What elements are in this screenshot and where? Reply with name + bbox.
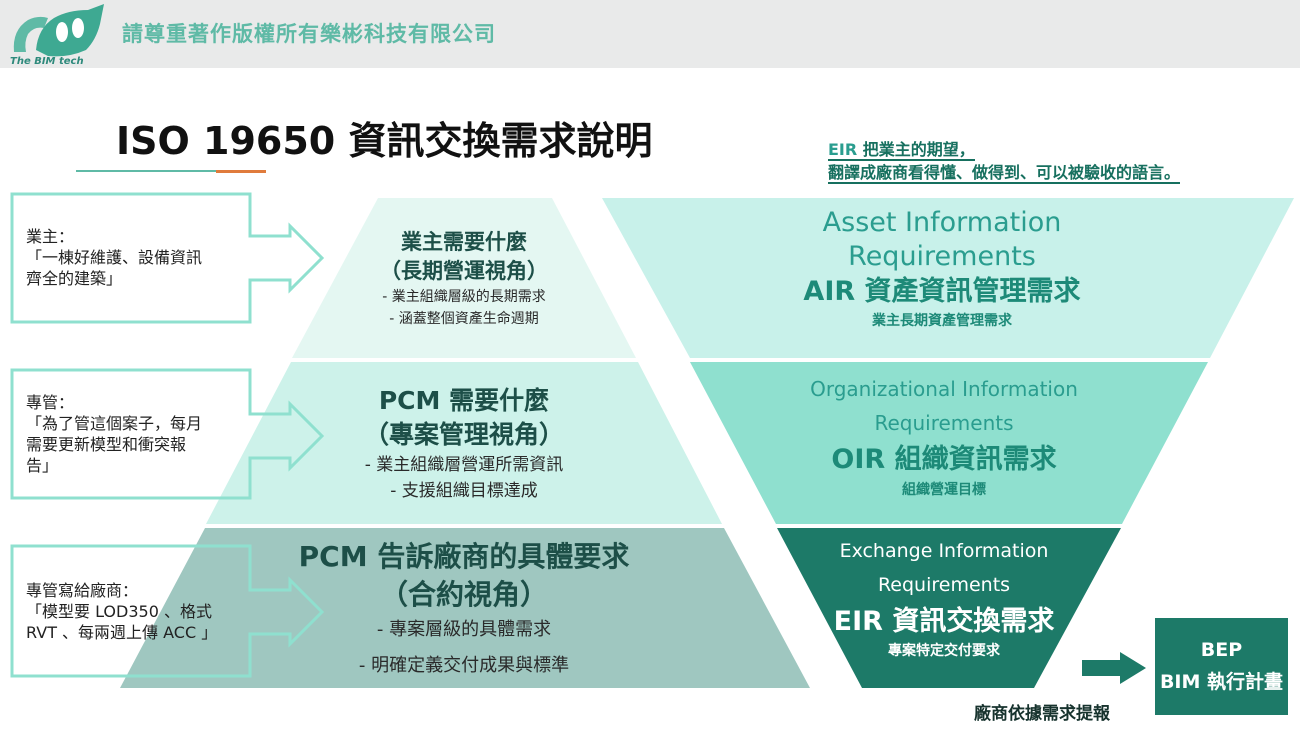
pyramid-bullet: - 明確定義交付成果與標準	[358, 655, 570, 676]
air-chinese-title: AIR 資產資訊管理需求	[803, 276, 1081, 307]
pyramid-bottom-text: PCM 告訴廠商的具體要求 （合約視角） - 專案層級的具體需求 - 明確定義交…	[244, 538, 684, 686]
stakeholder-pcm: 專管： 「為了管這個案子，每月 需要更新模型和衝突報 告」	[26, 392, 202, 476]
stakeholder-line: 「模型要 LOD350 、格式	[26, 602, 212, 621]
stakeholder-line: 需要更新模型和衝突報	[26, 435, 187, 454]
eir-english-line: Exchange Information	[839, 540, 1049, 562]
air-english-line: Requirements	[848, 241, 1036, 272]
pyramid-heading: PCM 需要什麼	[378, 386, 550, 415]
bep-arrow-icon	[1082, 652, 1146, 684]
funnel-oir-layer	[690, 362, 1208, 524]
bep-title: BEP	[1200, 639, 1243, 661]
funnel-air-layer	[602, 198, 1294, 358]
stakeholder-pcm-to-vendor: 專管寫給廠商： 「模型要 LOD350 、格式 RVT 、每兩週上傳 ACC 」	[26, 580, 217, 643]
pyramid-bullet: - 業主組織層營運所需資訊	[364, 455, 564, 475]
pyramid-top-layer	[292, 198, 636, 358]
funnel-eir-layer	[777, 528, 1121, 688]
pyramid-heading: PCM 告訴廠商的具體要求	[298, 540, 630, 573]
pyramid-bullet: - 專案層級的具體需求	[376, 619, 552, 640]
page-title: ISO 19650 資訊交換需求說明	[116, 119, 653, 163]
logo-text: The BIM tech	[10, 56, 84, 67]
company-logo	[13, 4, 104, 57]
funnel-eir-text: Exchange Information Requirements EIR 資訊…	[794, 534, 1094, 660]
eir-note-line2: 翻譯成廠商看得懂、做得到、可以被驗收的語言。	[828, 163, 1181, 184]
pyramid-middle-text: PCM 需要什麼 （專案管理視角） - 業主組織層營運所需資訊 - 支援組織目標…	[284, 384, 644, 504]
pyramid-bullet: - 支援組織目標達成	[390, 481, 538, 501]
header-bar	[0, 0, 1300, 68]
stakeholder-owner: 業主： 「一棟好維護、設備資訊 齊全的建築」	[26, 226, 202, 289]
eir-subtitle: 專案特定交付要求	[888, 643, 1000, 659]
pyramid-bullet: - 業主組織層級的長期需求	[382, 289, 546, 305]
air-subtitle: 業主長期資產管理需求	[872, 313, 1012, 329]
bep-caption: 廠商依據需求提報	[974, 704, 1110, 724]
stakeholder-arrow-3	[10, 544, 325, 678]
pyramid-heading: （合約視角）	[379, 578, 548, 611]
stakeholder-arrow-2	[10, 368, 325, 500]
pyramid-bottom-layer	[120, 528, 810, 688]
bep-box: BEP BIM 執行計畫	[1155, 618, 1288, 715]
eir-note-abbr: EIR	[828, 140, 858, 159]
oir-subtitle: 組織營運目標	[902, 482, 986, 498]
title-underline	[76, 170, 216, 172]
pyramid-top-text: 業主需要什麼 （長期營運視角） - 業主組織層級的長期需求 - 涵蓋整個資產生命…	[324, 228, 604, 330]
stakeholder-line: 齊全的建築」	[26, 269, 123, 288]
stakeholder-line: 專管：	[26, 393, 75, 412]
air-english-line: Asset Information	[822, 207, 1062, 238]
stakeholder-line: 「為了管這個案子，每月	[26, 414, 203, 433]
pyramid-bullet: - 涵蓋整個資產生命週期	[389, 311, 539, 327]
stakeholder-line: RVT 、每兩週上傳 ACC 」	[26, 623, 218, 642]
oir-english-line: Requirements	[874, 411, 1014, 435]
eir-note: EIR 把業主的期望， 翻譯成廠商看得懂、做得到、可以被驗收的語言。	[828, 138, 1181, 184]
pyramid-heading: （長期營運視角）	[380, 259, 548, 283]
stakeholder-line: 業主：	[26, 227, 75, 246]
copyright-notice: 請尊重著作版權所有樂彬科技有限公司	[122, 22, 496, 46]
pyramid-heading: 業主需要什麼	[401, 230, 527, 254]
eir-note-line1: 把業主的期望，	[857, 140, 975, 159]
bep-subtitle: BIM 執行計畫	[1159, 671, 1284, 693]
eir-chinese-title: EIR 資訊交換需求	[833, 606, 1055, 637]
stakeholder-arrow-1	[10, 192, 325, 324]
pyramid-heading: （專案管理視角）	[363, 420, 564, 449]
stakeholder-line: 告」	[26, 456, 59, 475]
stakeholder-line: 專管寫給廠商：	[26, 581, 139, 600]
title-underline-accent	[216, 170, 266, 173]
eir-english-line: Requirements	[877, 574, 1011, 596]
stakeholder-line: 「一棟好維護、設備資訊	[26, 248, 203, 267]
oir-english-line: Organizational Information	[810, 377, 1078, 401]
funnel-air-text: Asset Information Requirements AIR 資產資訊管…	[742, 206, 1142, 332]
funnel-oir-text: Organizational Information Requirements …	[764, 372, 1124, 500]
pyramid-middle-layer	[206, 362, 722, 524]
oir-chinese-title: OIR 組織資訊需求	[831, 444, 1057, 475]
